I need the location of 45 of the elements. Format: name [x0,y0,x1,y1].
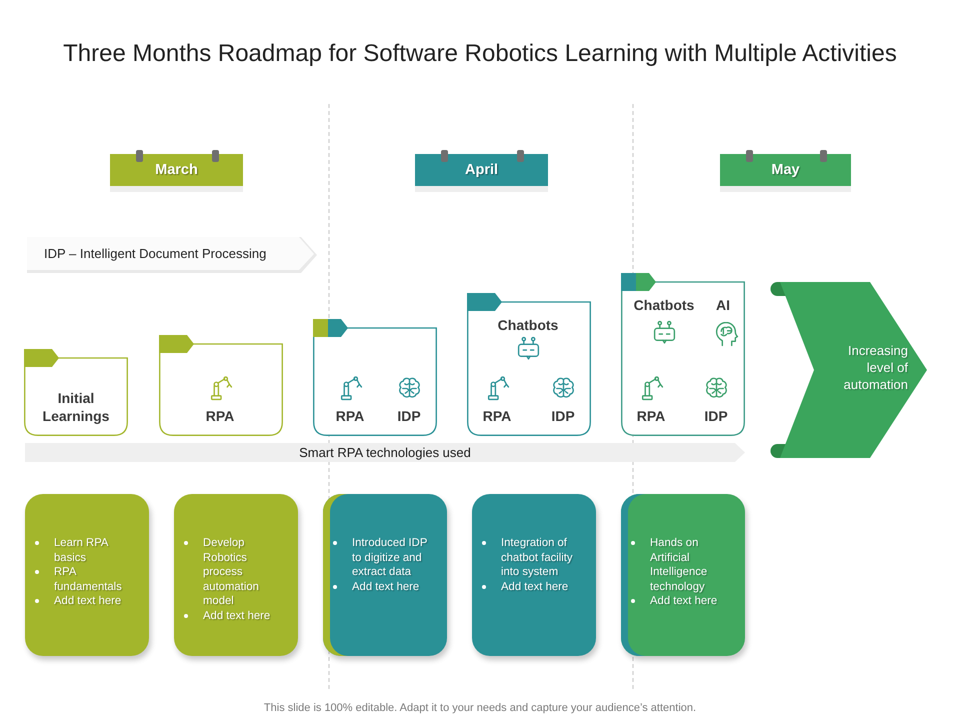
bullet-text: Develop Robotics process automation model [203,536,260,608]
bullet-text: Add text here [203,608,272,623]
bullet-text: Add text here [352,580,420,594]
month-tab [720,154,851,186]
activity-card [621,494,745,656]
activity-card [174,494,298,656]
title: Three Months Roadmap for Software Robotics Learning with Multiple Activities [62,39,898,69]
folder-card [24,349,128,436]
folder-card [159,335,283,436]
folder-label: Chatbots [498,316,558,334]
folder-card [621,273,745,436]
timeline-bar [25,443,745,462]
bullet-text: Hands on Artificial Intelligence technology [650,536,708,594]
bar-label: Smart RPA technologies used [299,444,471,461]
activity-card [323,494,447,656]
bullet-text: Learn RPA basics [54,536,110,565]
activity-card [472,494,596,656]
folder-label: Chatbots [634,296,694,314]
folder-label: Initial Learnings [42,389,110,425]
folder-label: RPA [482,407,512,425]
month-label: April [464,161,498,179]
footer-note: This slide is 100% editable. Adapt it to your needs and capture your audience’s attention. [262,701,698,716]
folder-label: IDP [704,407,728,425]
chevron-text: Increasing level of automation [842,342,908,393]
folder-card [313,319,437,436]
activity-card [25,494,149,656]
folder-card [467,293,591,436]
folder-label: RPA [336,407,364,425]
bullet-text: Add text here [54,594,122,608]
bullet-text: Add text here [501,580,570,594]
chevron-arrow [770,281,928,459]
bullet-text: Introduced IDP to digitize and extract data [352,536,428,580]
banner-text: IDP – Intelligent Document Processing [44,245,266,262]
folder-label: RPA [206,407,234,425]
month-label: March [155,161,198,179]
folder-label: AI [716,296,730,314]
month-tab [110,154,243,186]
folder-label: IDP [551,407,575,425]
folder-label: IDP [397,407,421,425]
bullet-text: Integration of chatbot facility into system [501,536,574,580]
month-label: May [771,161,800,179]
folder-label: RPA [636,407,666,425]
month-tab [415,154,548,186]
bullet-text: Add text here [650,594,718,608]
bullet-text: RPA fundamentals [54,565,123,594]
